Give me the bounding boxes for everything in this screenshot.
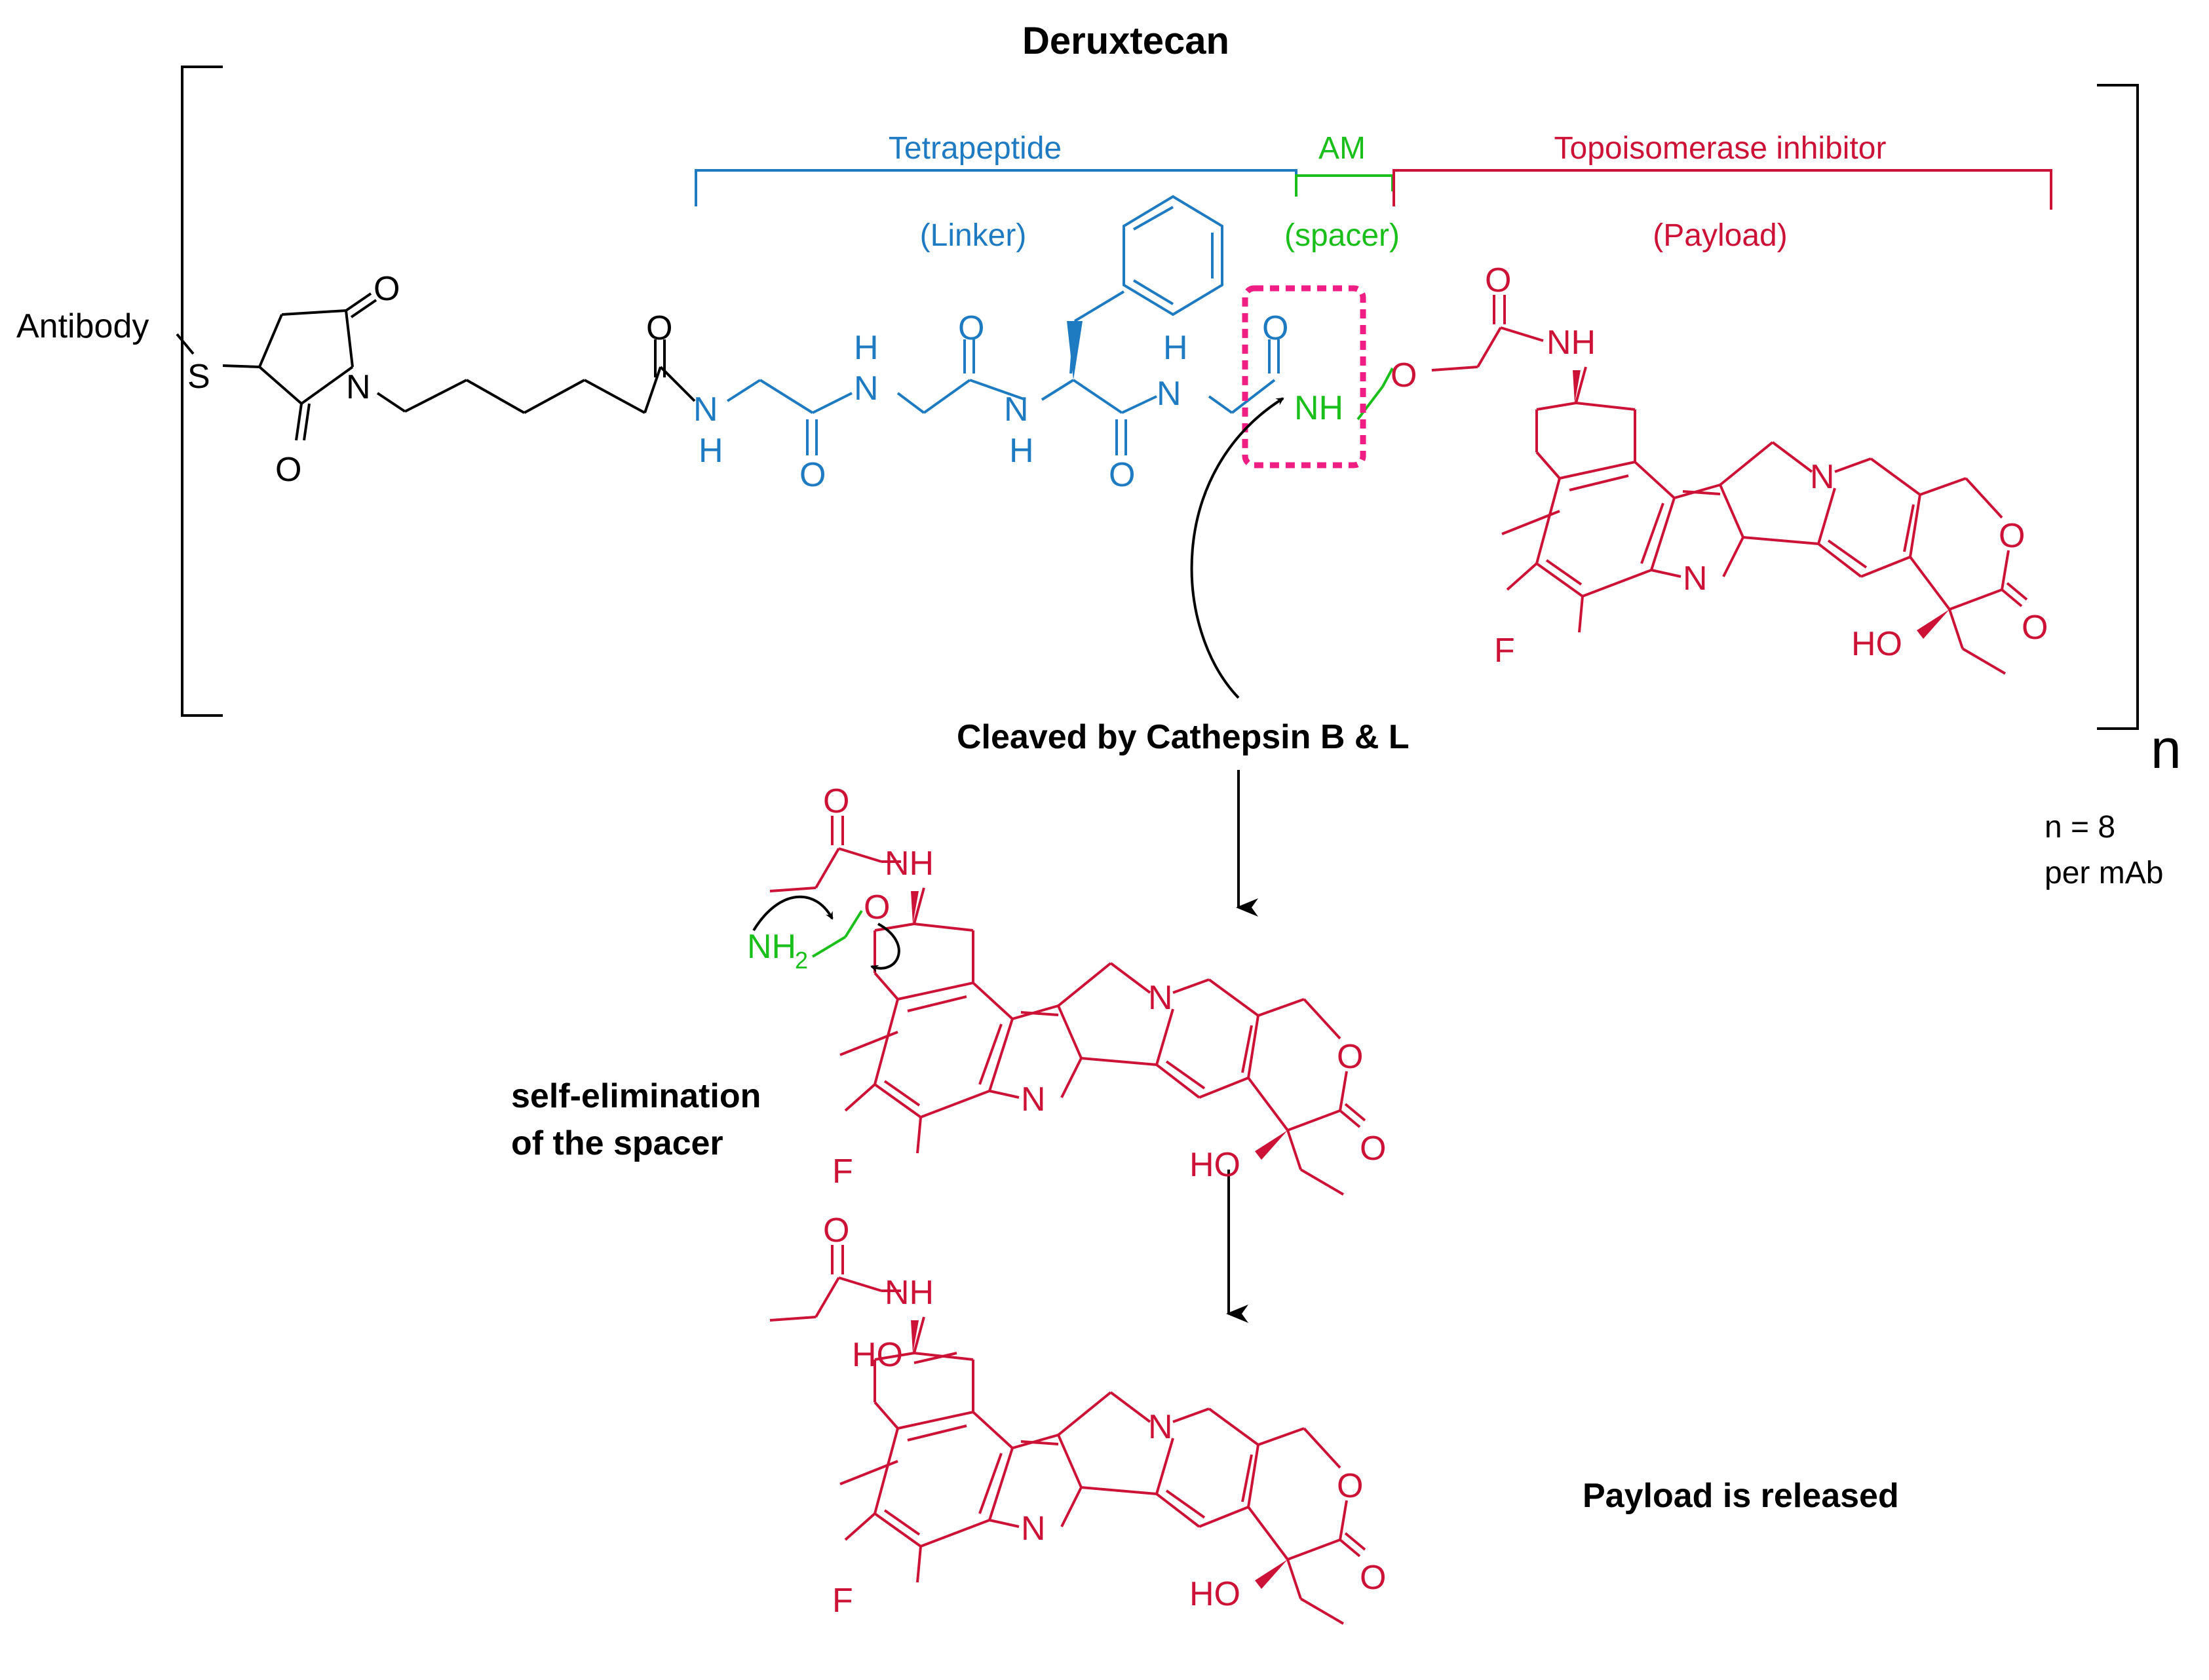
imide-nitrogen: N <box>346 368 371 406</box>
amine-sub2: 2 <box>795 947 808 974</box>
topo-label: Topoisomerase inhibitor <box>1554 131 1887 166</box>
phe-wedge <box>1067 321 1083 380</box>
released-label: Payload is released <box>1583 1477 1899 1515</box>
per-mab: per mAb <box>2045 856 2163 890</box>
amine-nh2: NH <box>747 928 796 966</box>
imide-oxygen-top: O <box>374 270 400 308</box>
electron-arrow-2 <box>870 923 900 973</box>
spacer-nh: NH <box>1294 389 1343 427</box>
gly1-o: O <box>799 456 826 494</box>
payload-structure-middle <box>769 781 1388 1196</box>
gly1-nh: N <box>693 391 718 429</box>
payload-hydroxyl: HO <box>1851 625 1902 663</box>
gly2-h: H <box>854 329 879 367</box>
diagram-title: Deruxtecan <box>1022 20 1229 62</box>
caproyl-oxygen: O <box>646 309 672 347</box>
am-bracket <box>1295 174 1394 197</box>
payload-pyrrole-n: N <box>1810 458 1835 496</box>
spacer-chain <box>1356 368 1394 421</box>
phe-n: N <box>1004 391 1029 429</box>
cleavage-curved-arrow <box>1190 397 1284 699</box>
sulfur-atom: S <box>187 358 210 396</box>
maleimide-caproyl <box>176 292 696 441</box>
cleavage-site-highlight <box>1242 285 1366 468</box>
cleavage-label: Cleaved by Cathepsin B & L <box>957 718 1410 756</box>
payload-nh: NH <box>1546 324 1596 362</box>
spacer-label: (spacer) <box>1284 218 1400 253</box>
payload-lactone-o: O <box>1999 517 2025 555</box>
right-bracket <box>2097 84 2139 730</box>
gly3-nh: N <box>1157 375 1181 413</box>
electron-arrow-1 <box>752 895 834 932</box>
payload-ring-n: N <box>1683 560 1708 598</box>
phe-h: H <box>1009 432 1034 470</box>
aminal-arm <box>811 909 863 958</box>
n-value: n = 8 <box>2045 810 2115 845</box>
spacer-o: O <box>1391 356 1417 394</box>
payload-label: (Payload) <box>1653 218 1787 253</box>
tetrapeptide-label: Tetrapeptide <box>889 131 1062 166</box>
antibody-label: Antibody <box>16 307 149 345</box>
self-elim-line2: of the spacer <box>511 1124 723 1162</box>
gly2-n: N <box>854 370 879 408</box>
phe-o: O <box>1109 456 1135 494</box>
gly1-h: H <box>699 432 723 470</box>
topo-bracket <box>1393 169 2052 210</box>
gly3-o: O <box>1262 309 1288 347</box>
payload-structure-top: O NH N N O O F HO <box>1431 261 2048 675</box>
payload-amide-o: O <box>1485 261 1511 299</box>
am-label: AM <box>1318 131 1366 166</box>
gly2-o: O <box>958 309 984 347</box>
payload-fluorine: F <box>1494 632 1515 670</box>
self-elim-line1: self-elimination <box>511 1077 761 1115</box>
payload-structure-bottom <box>769 1210 1388 1625</box>
middle-ether-o: O <box>864 888 890 926</box>
gly3-h: H <box>1163 329 1188 367</box>
imide-oxygen-bottom: O <box>275 451 301 489</box>
multiplier-n: n <box>2151 718 2181 780</box>
payload-carbonyl-o: O <box>2022 609 2048 647</box>
released-ho: HO <box>852 1336 903 1374</box>
tetrapeptide-bracket <box>695 169 1297 206</box>
left-bracket <box>181 66 223 717</box>
hydroxymethyl-arm <box>913 1352 957 1364</box>
linker-label: (Linker) <box>920 218 1027 253</box>
